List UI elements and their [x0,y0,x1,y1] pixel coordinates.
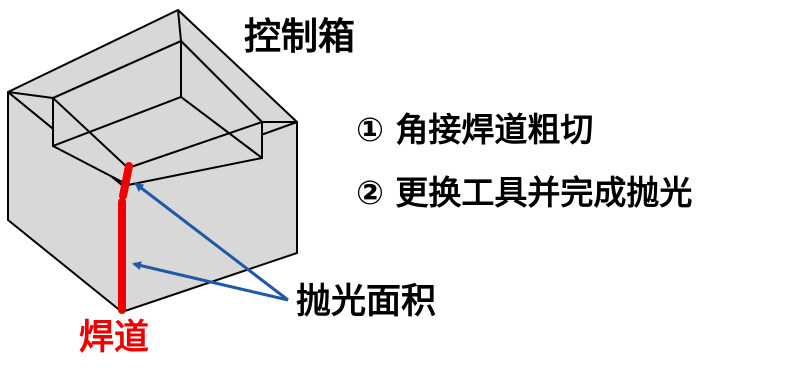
box-title-label: 控制箱 [244,15,355,58]
weld-seam-corner [119,162,133,200]
polish-area-arrows [132,182,289,302]
box-inner-floor [52,96,263,186]
weld-seam [118,162,133,314]
rim-bevel-left [7,91,54,99]
control-box [7,9,298,313]
arrow-to-corner [134,182,289,302]
step-2-label: ② 更换工具并完成抛光 [356,173,693,212]
arrow-to-side [132,261,289,302]
step-1-label: ① 角接焊道粗切 [356,110,594,149]
rim-bevel-top [177,9,182,42]
polish-area-label: 抛光面积 [296,282,437,322]
weld-label: 焊道 [79,318,150,358]
